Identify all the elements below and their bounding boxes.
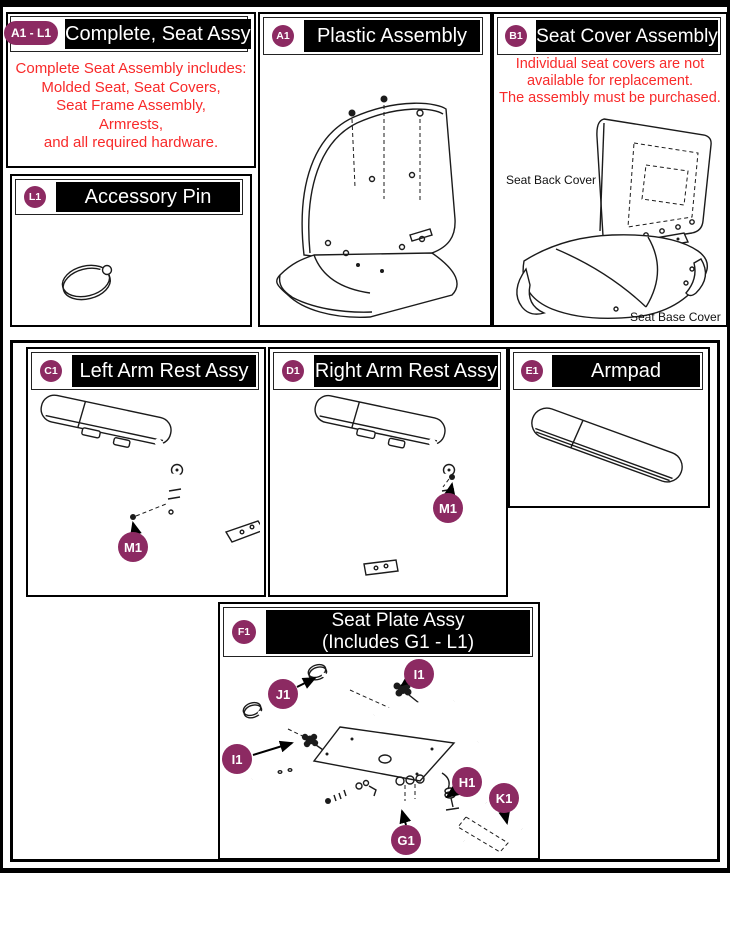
seat-plate-title: Seat Plate Assy (Includes G1 - L1): [266, 610, 530, 654]
complete-seat-header: Complete, Seat Assy: [10, 16, 251, 52]
seat-plate-illustration: [242, 663, 524, 853]
accessory-pin-badge-cell: L1: [16, 180, 54, 214]
panel-complete-seat-assy: Complete, Seat Assy A1 - L1 Complete Sea…: [4, 12, 256, 168]
armpad-badge-cell: E1: [514, 353, 550, 389]
panel-seat-plate: F1 Seat Plate Assy (Includes G1 - L1): [218, 602, 540, 860]
plastic-seat-illustration: [276, 95, 458, 318]
badge-c1: C1: [40, 360, 62, 382]
right-arm-title: Right Arm Rest Assy: [314, 355, 498, 387]
armpad-header: E1 Armpad: [513, 352, 703, 390]
callout-g1: G1: [391, 825, 421, 855]
callout-j1: J1: [268, 679, 298, 709]
right-arm-header: D1 Right Arm Rest Assy: [273, 352, 501, 390]
panel-seat-cover-assembly: B1 Seat Cover Assembly Individual seat c…: [492, 12, 728, 327]
accessory-pin-title: Accessory Pin: [56, 182, 240, 212]
badge-l1: L1: [24, 186, 46, 208]
seat-plate-header: F1 Seat Plate Assy (Includes G1 - L1): [223, 607, 533, 657]
seat-base-cover-label: Seat Base Cover: [630, 310, 721, 324]
complete-seat-note: Complete Seat Assembly includes: Molded …: [15, 60, 247, 151]
plastic-assembly-badge-cell: A1: [264, 18, 302, 54]
right-arm-badge-cell: D1: [274, 353, 312, 389]
seat-covers-illustration: [516, 118, 712, 320]
callout-k1: K1: [489, 783, 519, 813]
seat-back-cover-label: Seat Back Cover: [506, 173, 597, 187]
armpad-illustration: [531, 407, 683, 483]
right-arm-illustration: [314, 394, 456, 578]
accessory-pin-illustration: [61, 234, 189, 301]
badge-f1: F1: [232, 620, 256, 644]
plastic-assembly-header: A1 Plastic Assembly: [263, 17, 483, 55]
callout-h1: H1: [452, 767, 482, 797]
complete-seat-title: Complete, Seat Assy: [65, 19, 251, 49]
seat-plate-badge-cell: F1: [224, 608, 264, 656]
badge-a1-l1: A1 - L1: [4, 21, 58, 45]
seat-cover-title: Seat Cover Assembly: [536, 20, 718, 52]
left-arm-badge-cell: C1: [32, 353, 70, 389]
badge-d1: D1: [282, 360, 304, 382]
knob-top: [393, 682, 425, 708]
accessory-pin-header: L1 Accessory Pin: [15, 179, 243, 215]
callout-m1-right-arm: M1: [433, 493, 463, 523]
left-arm-header: C1 Left Arm Rest Assy: [31, 352, 259, 390]
armpad-title: Armpad: [552, 355, 700, 387]
callout-i1-top: I1: [404, 659, 434, 689]
panel-armpad: E1 Armpad: [508, 347, 710, 508]
panel-plastic-assembly: A1 Plastic Assembly: [258, 12, 492, 327]
page-frame: [0, 0, 730, 873]
badge-b1: B1: [505, 25, 527, 47]
plastic-assembly-title: Plastic Assembly: [304, 20, 480, 52]
left-arm-illustration: [40, 394, 260, 564]
panel-left-arm-rest: C1 Left Arm Rest Assy: [26, 347, 266, 597]
callout-m1-left-arm: M1: [118, 532, 148, 562]
badge-a1: A1: [272, 25, 294, 47]
seat-cover-header: B1 Seat Cover Assembly: [497, 17, 721, 55]
left-arm-title: Left Arm Rest Assy: [72, 355, 256, 387]
seat-cover-badge-cell: B1: [498, 18, 534, 54]
panel-right-arm-rest: D1 Right Arm Rest Assy: [268, 347, 508, 597]
seat-cover-note: Individual seat covers are not available…: [499, 56, 721, 106]
callout-i1-left: I1: [222, 744, 252, 774]
panel-accessory-pin: L1 Accessory Pin: [10, 174, 252, 327]
badge-e1: E1: [521, 360, 543, 382]
